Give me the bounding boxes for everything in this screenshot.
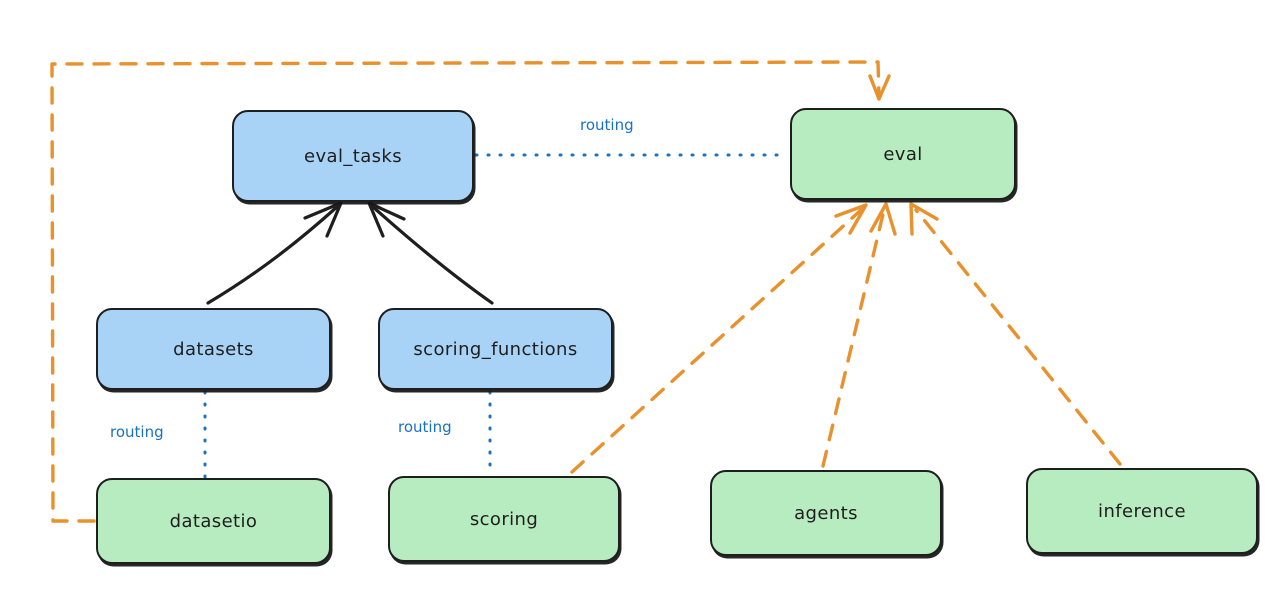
- node-eval-tasks[interactable]: eval_tasks: [232, 110, 474, 202]
- node-inference[interactable]: inference: [1026, 468, 1258, 554]
- edge-scoring-to-eval: [570, 203, 868, 474]
- edge-label-routing-scoring-functions-scoring: routing: [398, 418, 452, 436]
- edge-inference-to-eval: [909, 202, 1122, 466]
- edge-datasets-to-eval-tasks: [206, 201, 343, 305]
- node-label-eval: eval: [883, 143, 923, 165]
- node-agents[interactable]: agents: [710, 470, 942, 556]
- edge-label-routing-eval-tasks-eval: routing: [580, 116, 634, 134]
- node-label-datasetio: datasetio: [169, 510, 258, 532]
- node-label-scoring-functions: scoring_functions: [413, 338, 578, 360]
- node-label-eval-tasks: eval_tasks: [303, 145, 403, 167]
- edge-agents-to-eval: [821, 202, 897, 468]
- node-label-inference: inference: [1098, 500, 1186, 522]
- node-label-scoring: scoring: [469, 508, 539, 530]
- node-label-agents: agents: [794, 502, 858, 524]
- edge-label-routing-datasets-datasetio: routing: [110, 423, 164, 441]
- node-datasetio[interactable]: datasetio: [96, 478, 331, 564]
- node-eval[interactable]: eval: [790, 108, 1016, 200]
- edge-scoring-functions-to-eval-tasks: [367, 201, 494, 305]
- node-scoring[interactable]: scoring: [388, 476, 620, 562]
- node-scoring-functions[interactable]: scoring_functions: [378, 308, 613, 390]
- node-label-datasets: datasets: [173, 338, 254, 360]
- node-datasets[interactable]: datasets: [96, 308, 331, 390]
